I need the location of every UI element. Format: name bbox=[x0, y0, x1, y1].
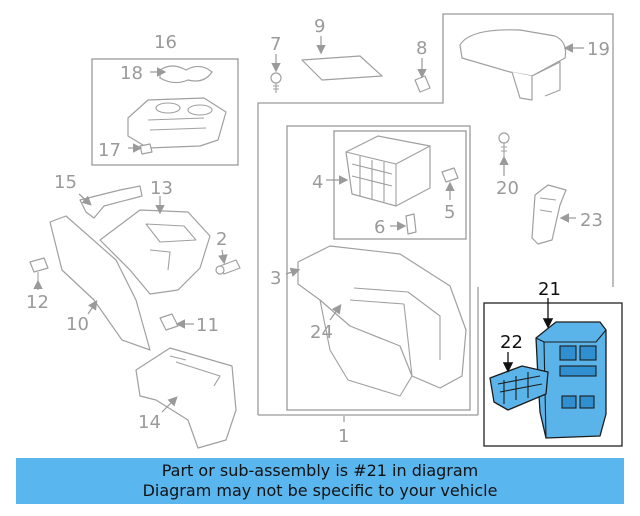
info-banner: Part or sub-assembly is #21 in diagram D… bbox=[16, 458, 624, 504]
callout-20: 20 bbox=[496, 178, 519, 199]
callout-18: 18 bbox=[120, 63, 143, 84]
part-21-bezel-highlighted bbox=[535, 321, 607, 439]
part-3-console-body bbox=[297, 245, 467, 397]
part-10-side-panel bbox=[49, 215, 151, 351]
part-19-armrest-lid bbox=[459, 29, 567, 101]
part-16-cupholder-base bbox=[127, 97, 227, 149]
callout-labels: 1 2 3 4 5 6 7 8 9 10 11 12 13 14 15 16 1… bbox=[26, 16, 610, 447]
callout-19: 19 bbox=[587, 39, 610, 60]
callout-13: 13 bbox=[150, 178, 173, 199]
part-7-screw bbox=[270, 72, 282, 93]
part-12-screw bbox=[29, 257, 49, 282]
callout-11: 11 bbox=[196, 315, 219, 336]
part-18-cupholder-insert bbox=[159, 65, 213, 84]
part-4-bin bbox=[345, 135, 431, 207]
part-11-clip bbox=[159, 313, 179, 331]
leader-lines bbox=[33, 36, 584, 422]
callout-9: 9 bbox=[314, 16, 325, 37]
callout-6: 6 bbox=[374, 217, 385, 238]
part-6-clip bbox=[405, 213, 417, 235]
bin-group-box bbox=[333, 130, 467, 240]
callout-17: 17 bbox=[98, 140, 121, 161]
console-assembly-frame bbox=[257, 13, 614, 415]
part-5-clip bbox=[441, 167, 459, 183]
callout-14: 14 bbox=[138, 412, 161, 433]
callout-1: 1 bbox=[338, 426, 349, 447]
callout-12: 12 bbox=[26, 292, 49, 313]
callout-2: 2 bbox=[216, 229, 227, 250]
part-22-switch-highlighted bbox=[489, 365, 549, 411]
callout-24: 24 bbox=[310, 322, 333, 343]
part-17-clip bbox=[139, 143, 153, 155]
banner-line-2: Diagram may not be specific to your vehi… bbox=[142, 481, 498, 500]
part-15-bracket bbox=[79, 185, 143, 219]
callout-23: 23 bbox=[580, 210, 603, 231]
part-8-clip bbox=[414, 75, 431, 93]
callout-4: 4 bbox=[312, 172, 323, 193]
callout-15: 15 bbox=[54, 172, 77, 193]
callout-3: 3 bbox=[270, 268, 281, 289]
callout-21: 21 bbox=[538, 279, 561, 300]
part-21-group-box bbox=[483, 302, 623, 447]
callout-10: 10 bbox=[66, 314, 89, 335]
part-20-screw bbox=[498, 132, 510, 156]
callout-22: 22 bbox=[500, 332, 523, 353]
part-14-lower-cover bbox=[135, 347, 237, 449]
callout-5: 5 bbox=[444, 202, 455, 223]
callout-8: 8 bbox=[416, 38, 427, 59]
banner-line-1: Part or sub-assembly is #21 in diagram bbox=[161, 461, 479, 480]
cupholder-group-box bbox=[91, 58, 239, 166]
part-23-duct bbox=[531, 184, 567, 245]
part-2-screw bbox=[215, 259, 241, 275]
console-inner-frame bbox=[286, 125, 471, 411]
part-9-mat bbox=[301, 55, 383, 81]
callout-7: 7 bbox=[270, 34, 281, 55]
callout-16: 16 bbox=[154, 32, 177, 53]
